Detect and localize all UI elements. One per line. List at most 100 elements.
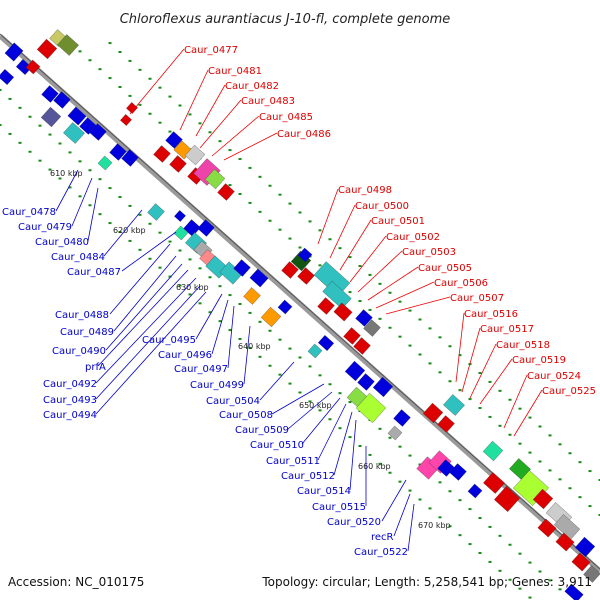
gc-dot xyxy=(188,293,192,296)
gene-label[interactable]: Caur_0493 xyxy=(43,395,97,406)
gene-label[interactable]: Caur_0510 xyxy=(250,440,304,451)
gc-dot xyxy=(138,103,142,106)
gc-dot xyxy=(428,327,432,330)
gene-label[interactable]: Caur_0506 xyxy=(434,278,488,289)
gene-label[interactable]: Caur_0519 xyxy=(512,355,566,366)
gc-dot xyxy=(0,89,2,91)
kbp-mark: 670 kbp xyxy=(418,521,451,530)
gene-label[interactable]: Caur_0480 xyxy=(35,237,89,248)
gene-label[interactable]: Caur_0512 xyxy=(281,471,335,482)
gene-feature xyxy=(260,306,282,328)
gene-label[interactable]: Caur_0482 xyxy=(225,81,279,92)
topology-info: Topology: circular; Length: 5,258,541 bp… xyxy=(261,575,592,589)
gene-label[interactable]: Caur_0524 xyxy=(527,371,581,382)
gene-label[interactable]: Caur_0518 xyxy=(496,340,550,351)
accession: Accession: NC_010175 xyxy=(8,575,144,589)
gc-dot xyxy=(238,303,242,305)
gene-label[interactable]: Caur_0515 xyxy=(312,502,366,513)
gc-dot xyxy=(468,508,472,511)
gc-dot xyxy=(328,383,332,386)
gene-label[interactable]: Caur_0525 xyxy=(542,386,596,397)
gene-label[interactable]: Caur_0484 xyxy=(51,252,105,263)
gene-feature xyxy=(173,225,189,241)
gene-label[interactable]: Caur_0485 xyxy=(259,112,313,123)
gene-label[interactable]: Caur_0494 xyxy=(43,410,97,421)
gc-dot xyxy=(208,131,212,134)
gene-label[interactable]: prfA xyxy=(85,362,106,373)
gene-label[interactable]: Caur_0490 xyxy=(52,346,106,357)
gene-feature xyxy=(553,514,581,540)
gene-feature xyxy=(574,536,596,558)
gc-dot xyxy=(98,213,102,216)
gc-dot xyxy=(298,391,302,394)
gene-label[interactable]: Caur_0522 xyxy=(354,547,408,558)
forward-strand-labels: Caur_0478 Caur_0479 Caur_0480 Caur_0484 … xyxy=(2,207,408,558)
gene-label[interactable]: Caur_0495 xyxy=(142,335,196,346)
gc-dot xyxy=(328,238,332,241)
gc-dot xyxy=(48,168,52,171)
gc-dot xyxy=(188,113,192,116)
gene-label[interactable]: Caur_0501 xyxy=(371,216,425,227)
gene-feature xyxy=(204,168,226,190)
map-title: Chloroflexus aurantiacus J-10-fl, comple… xyxy=(120,12,451,27)
leader-line xyxy=(461,327,481,393)
gene-feature xyxy=(217,183,235,201)
leader-line xyxy=(55,169,79,212)
gc-dot xyxy=(498,389,502,392)
gene-label[interactable]: Caur_0517 xyxy=(480,324,534,335)
gc-dot xyxy=(348,256,352,259)
leader-line xyxy=(121,231,177,272)
gene-label[interactable]: Caur_0496 xyxy=(158,350,212,361)
gene-label[interactable]: Caur_0520 xyxy=(327,517,381,528)
gene-label[interactable]: Caur_0478 xyxy=(2,207,56,218)
gene-label[interactable]: Caur_0477 xyxy=(184,45,238,56)
gc-dot xyxy=(418,463,422,466)
gc-dot xyxy=(398,300,402,303)
leader-line xyxy=(105,263,183,351)
gene-label[interactable]: Caur_0499 xyxy=(190,380,244,391)
gene-feature xyxy=(89,123,107,141)
gene-label[interactable]: Caur_0509 xyxy=(235,425,289,436)
gc-dot xyxy=(488,380,492,383)
gene-label[interactable]: Caur_0479 xyxy=(18,222,72,233)
gc-dot xyxy=(458,389,462,392)
gene-label[interactable]: Caur_0504 xyxy=(206,396,260,407)
gene-label[interactable]: Caur_0511 xyxy=(266,456,320,467)
gene-label[interactable]: Caur_0486 xyxy=(277,129,331,140)
gc-dot xyxy=(158,231,162,234)
gc-dot xyxy=(488,560,492,563)
leader-line xyxy=(407,503,415,552)
gene-label[interactable]: Caur_0481 xyxy=(208,66,262,77)
gene-feature xyxy=(443,394,465,416)
gene-label[interactable]: Caur_0489 xyxy=(60,327,114,338)
gc-dot xyxy=(148,112,152,115)
gene-label[interactable]: Caur_0502 xyxy=(386,232,440,243)
gene-label[interactable]: Caur_0497 xyxy=(174,364,228,375)
gene-label[interactable]: Caur_0505 xyxy=(418,263,472,274)
gc-dot xyxy=(78,160,82,163)
gene-label[interactable]: Caur_0488 xyxy=(55,310,109,321)
gene-label[interactable]: Caur_0503 xyxy=(402,247,456,258)
gene-label[interactable]: Caur_0492 xyxy=(43,379,97,390)
gene-label[interactable]: Caur_0483 xyxy=(241,96,295,107)
gene-feature xyxy=(363,319,381,337)
gc-dot xyxy=(298,211,302,214)
gene-label[interactable]: Caur_0508 xyxy=(219,410,273,421)
gene-label[interactable]: Caur_0514 xyxy=(297,486,351,497)
gene-label[interactable]: Caur_0498 xyxy=(338,185,392,196)
gene-feature xyxy=(449,463,467,481)
gene-feature xyxy=(15,59,33,75)
gene-label[interactable]: recR xyxy=(371,532,394,543)
leader-line xyxy=(243,325,251,385)
gc-dot xyxy=(88,169,92,172)
kbp-mark: 620 kbp xyxy=(113,226,146,235)
gc-dot xyxy=(518,442,522,445)
gc-dot xyxy=(378,462,382,465)
gc-dot xyxy=(268,184,272,187)
gene-label[interactable]: Caur_0500 xyxy=(355,201,409,212)
gc-dot xyxy=(148,257,152,260)
gene-label[interactable]: Caur_0487 xyxy=(67,267,121,278)
leader-line xyxy=(317,188,339,245)
gene-label[interactable]: Caur_0507 xyxy=(450,293,504,304)
gene-label[interactable]: Caur_0516 xyxy=(464,309,518,320)
